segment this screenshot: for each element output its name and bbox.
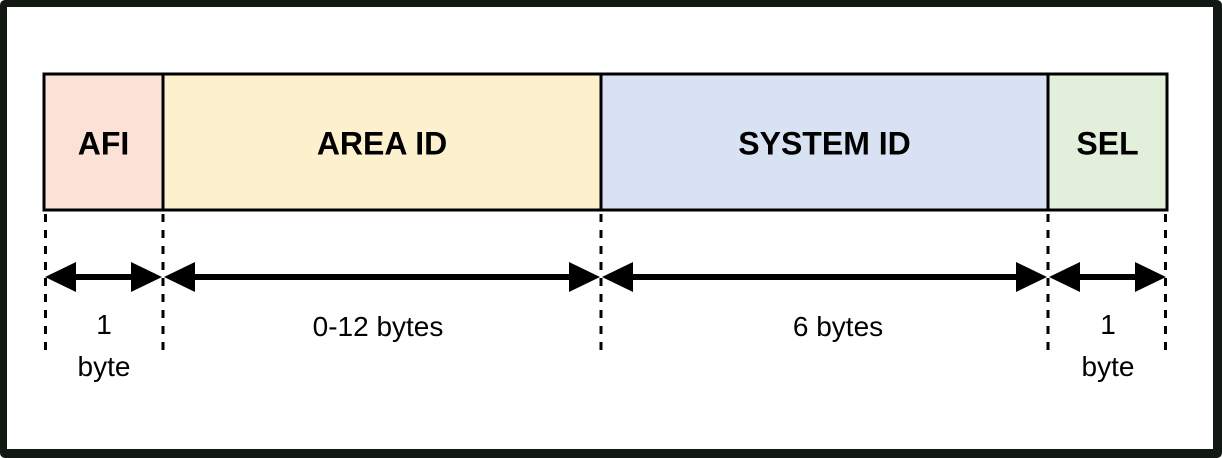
arrowhead-right-area-id — [569, 262, 600, 292]
size-label-afi-line1: 1 — [96, 309, 112, 340]
arrowhead-right-sel — [1135, 262, 1166, 292]
arrowhead-right-system-id — [1016, 262, 1047, 292]
segment-label-system-id: SYSTEM ID — [738, 125, 910, 161]
segment-label-area-id: AREA ID — [317, 125, 447, 161]
segment-sel — [1046, 72, 1169, 212]
size-label-sel-line1: 1 — [1100, 309, 1116, 340]
size-label-system-id: 6 bytes — [793, 311, 883, 342]
size-label-sel-line2: byte — [1082, 351, 1135, 382]
segment-label-afi: AFI — [78, 125, 130, 161]
segment-label-sel: SEL — [1076, 125, 1138, 161]
segment-system-id — [599, 72, 1050, 212]
dimension-arrow-afi — [45, 262, 162, 292]
arrowhead-right-afi — [131, 262, 162, 292]
arrowhead-left-afi — [45, 262, 76, 292]
arrowhead-left-sel — [1049, 262, 1080, 292]
arrowhead-left-area-id — [164, 262, 195, 292]
size-label-afi-line2: byte — [78, 351, 131, 382]
segment-area-id — [161, 72, 603, 212]
segment-afi — [42, 72, 165, 212]
dimension-arrow-area-id — [164, 262, 600, 292]
size-label-area-id: 0-12 bytes — [313, 311, 444, 342]
dimension-arrow-system-id — [602, 262, 1047, 292]
dimension-arrow-sel — [1049, 262, 1166, 292]
arrowhead-left-system-id — [602, 262, 633, 292]
